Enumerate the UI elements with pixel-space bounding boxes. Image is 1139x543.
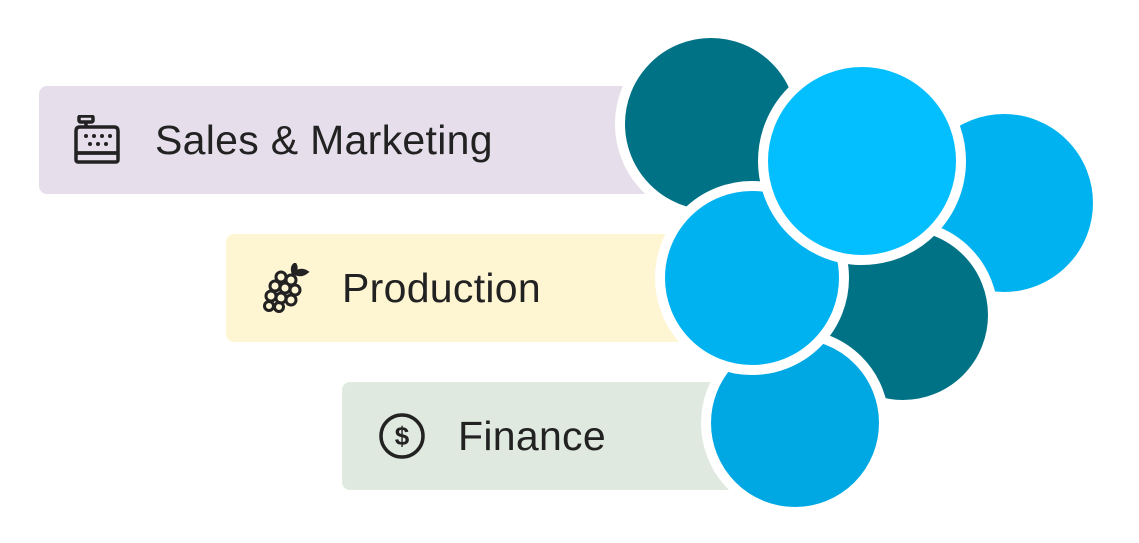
grapes-icon [260,262,312,314]
department-sales-marketing: Sales & Marketing [39,86,679,194]
department-label: Production [342,264,542,311]
department-label: Finance [458,412,606,459]
department-finance: $ Finance [342,382,762,490]
cash-register-icon [73,114,125,166]
department-production: Production [226,234,726,342]
dollar-circle-icon: $ [376,410,428,462]
svg-text:$: $ [395,421,410,451]
bubble-bright-blue-top [758,57,966,265]
department-label: Sales & Marketing [155,116,493,163]
